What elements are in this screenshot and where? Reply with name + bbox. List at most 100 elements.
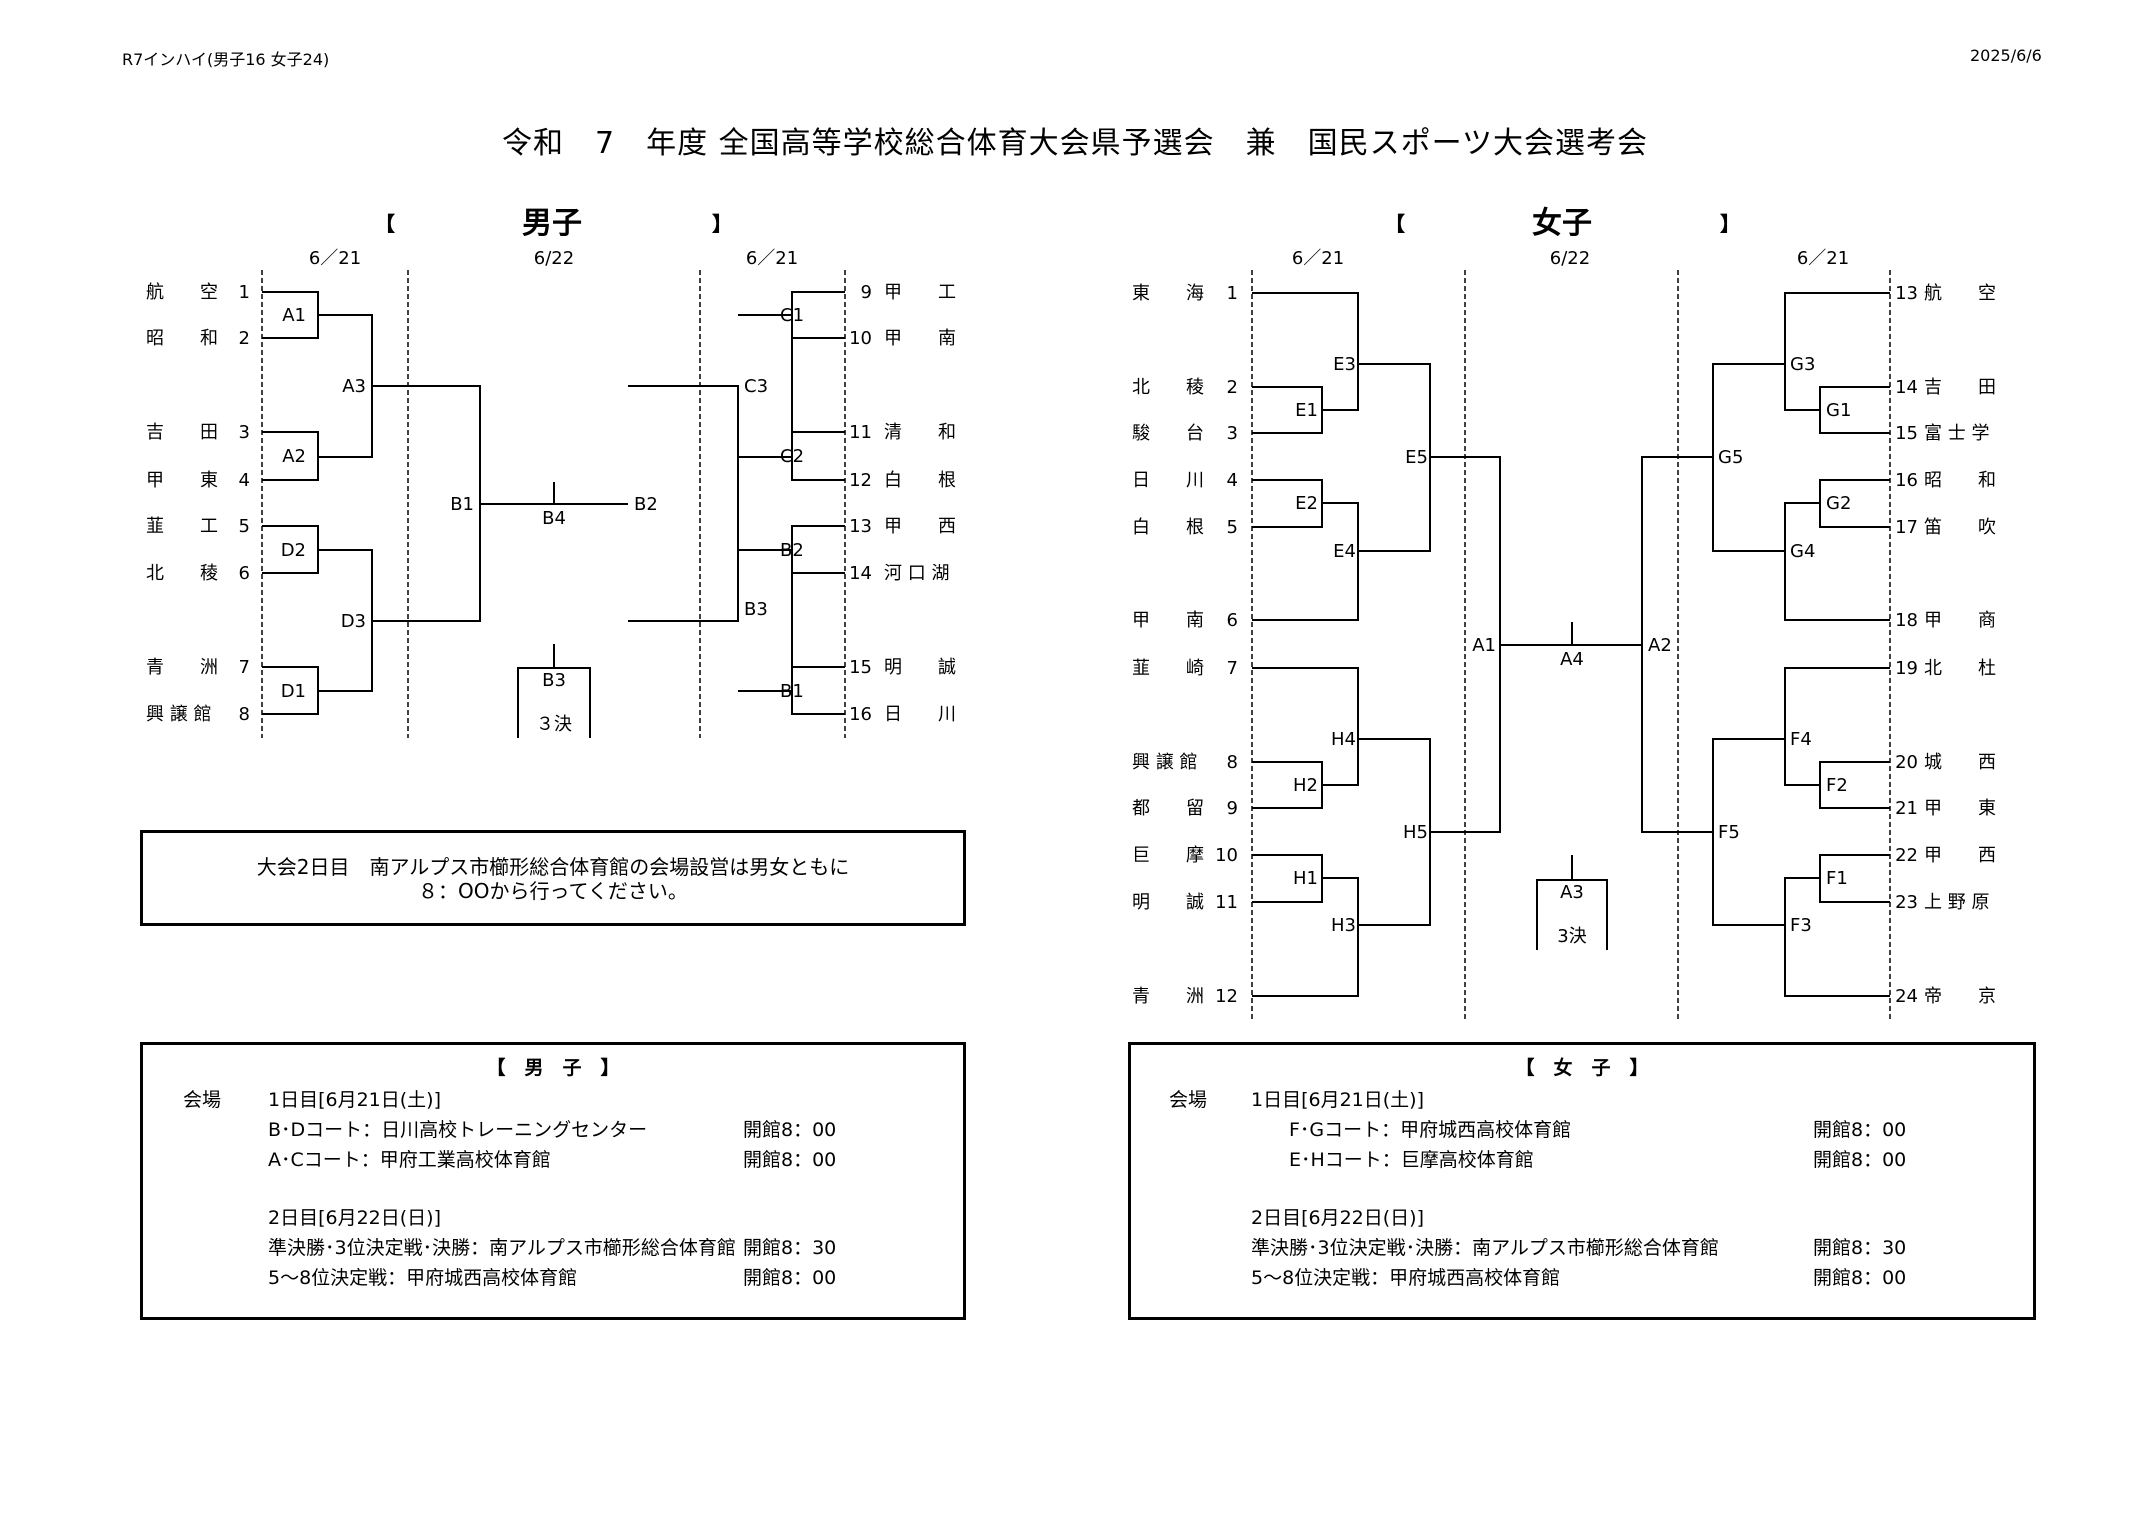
- match-label: G4: [1790, 541, 1815, 562]
- women-day2-court-1: 準決勝･3位決定戦･決勝：南アルプス市櫛形総合体育館: [1251, 1237, 1719, 1259]
- match-label: E1: [1295, 400, 1318, 421]
- women-team-seed: 11: [1215, 892, 1238, 913]
- men-team-seed: 6: [239, 563, 250, 584]
- women-team-name: 日 川: [1132, 470, 1204, 491]
- men-day2-court-1: 準決勝･3位決定戦･決勝：南アルプス市櫛形総合体育館: [268, 1237, 736, 1259]
- men-team-name: 甲 工: [884, 282, 956, 303]
- women-team-name: 甲 東: [1924, 798, 1996, 819]
- match-label: 3決: [1557, 926, 1586, 947]
- women-date-day1-left: 6／21: [1292, 248, 1344, 269]
- women-team-name: 韮 崎: [1132, 658, 1204, 679]
- women-team-seed: 8: [1227, 752, 1238, 773]
- men-team-name: 明 誠: [884, 657, 956, 678]
- men-team-name: 甲 東: [146, 470, 218, 491]
- men-team-name: 北 稜: [146, 563, 218, 584]
- women-team-seed: 2: [1227, 377, 1238, 398]
- match-label: F3: [1790, 915, 1812, 936]
- women-team-seed: 7: [1227, 658, 1238, 679]
- women-team-name: 上 野 原: [1924, 892, 1989, 913]
- men-day2-open-2: 開館8：00: [743, 1267, 837, 1289]
- women-team-name: 東 海: [1132, 283, 1204, 304]
- match-label: C2: [780, 446, 804, 467]
- match-label: G5: [1718, 447, 1743, 468]
- match-label: G3: [1790, 354, 1815, 375]
- women-left-teams: 東 海 1 北 稜 2 駿 台 3 日 川 4 白 根 5 甲 南 6 韮 崎 …: [1132, 283, 1238, 1007]
- match-label: F2: [1826, 775, 1848, 796]
- men-team-seed: 15: [849, 657, 872, 678]
- women-team-seed: 20: [1895, 752, 1918, 773]
- men-team-seed: 13: [849, 516, 872, 537]
- men-team-seed: 14: [849, 563, 872, 584]
- women-date-day2: 6/22: [1550, 248, 1590, 269]
- match-label: B2: [634, 494, 658, 515]
- match-label: A2: [282, 446, 306, 467]
- men-team-seed: 7: [239, 657, 250, 678]
- match-label: H5: [1403, 822, 1428, 843]
- women-day2-heading: 2日目[6月22日(日)]: [1251, 1207, 1425, 1229]
- men-date-day2: 6/22: [534, 248, 574, 269]
- match-label: G2: [1826, 493, 1851, 514]
- men-team-seed: 9: [861, 282, 872, 303]
- match-label: A3: [342, 376, 366, 397]
- match-label: F5: [1718, 822, 1740, 843]
- men-team-seed: 10: [849, 328, 872, 349]
- match-label: D1: [281, 681, 306, 702]
- match-label: A1: [282, 305, 306, 326]
- women-team-seed: 17: [1895, 517, 1918, 538]
- match-label: A4: [1560, 649, 1584, 670]
- match-label: H4: [1331, 729, 1356, 750]
- women-team-name: 吉 田: [1924, 377, 1996, 398]
- women-team-name: 甲 南: [1132, 610, 1204, 631]
- women-team-name: 青 洲: [1132, 986, 1204, 1007]
- women-info-title: 【 女 子 】: [1515, 1057, 1649, 1079]
- women-team-name: 甲 商: [1924, 610, 1996, 631]
- men-team-name: 韮 工: [146, 516, 218, 537]
- women-venue-info-box: 【 女 子 】 会場 1日目[6月21日(土)] F･Gコート：甲府城西高校体育…: [1128, 1042, 2036, 1320]
- men-day1-court-1: B･Dコート：日川高校トレーニングセンター: [268, 1119, 648, 1141]
- tournament-brackets: 6／21 6/22 6／21 6／21 6/22 6／21 航 空 1 昭 和 …: [146, 248, 1996, 1020]
- men-info-title: 【 男 子 】: [486, 1057, 620, 1079]
- women-team-seed: 16: [1895, 470, 1918, 491]
- women-venue-label: 会場: [1169, 1089, 1208, 1111]
- women-team-seed: 12: [1215, 986, 1238, 1007]
- men-team-seed: 16: [849, 704, 872, 725]
- women-team-name: 白 根: [1132, 517, 1204, 538]
- men-bracket-close: 】: [712, 212, 732, 236]
- men-team-seed: 12: [849, 470, 872, 491]
- men-team-seed: 5: [239, 516, 250, 537]
- men-match-labels: A1 A2 A3 D2 D1 D3 B1 B4 B2 C3 C1 C2 B2 B…: [281, 305, 804, 735]
- men-team-seed: 8: [239, 704, 250, 725]
- men-day1-open-2: 開館8：00: [743, 1149, 837, 1171]
- match-label: B3: [744, 599, 768, 620]
- men-right-teams: 9 甲 工 10 甲 南 11 清 和 12 白 根 13 甲 西 14 河 口…: [849, 282, 956, 725]
- women-team-seed: 18: [1895, 610, 1918, 631]
- women-right-teams: 13 航 空 14 吉 田 15 富 士 学 16 昭 和 17 笛 吹 18 …: [1895, 283, 1996, 1007]
- women-team-seed: 5: [1227, 517, 1238, 538]
- men-date-day1-right: 6／21: [746, 248, 798, 269]
- match-label: ３決: [536, 714, 572, 735]
- match-label: B3: [542, 670, 566, 691]
- women-team-name: 笛 吹: [1924, 517, 1996, 538]
- women-day1-open-1: 開館8：00: [1813, 1119, 1907, 1141]
- women-team-seed: 1: [1227, 283, 1238, 304]
- women-team-name: 城 西: [1924, 752, 1996, 773]
- men-team-name: 興 譲 館: [146, 704, 211, 725]
- women-day2-open-1: 開館8：30: [1813, 1237, 1907, 1259]
- men-date-day1-left: 6／21: [309, 248, 361, 269]
- women-day1-heading: 1日目[6月21日(土)]: [1251, 1089, 1425, 1111]
- men-team-name: 清 和: [884, 422, 956, 443]
- men-day1-court-2: A･Cコート：甲府工業高校体育館: [268, 1149, 551, 1171]
- women-team-seed: 4: [1227, 470, 1238, 491]
- match-label: B2: [780, 540, 804, 561]
- match-label: B4: [542, 508, 566, 529]
- match-label: E5: [1405, 447, 1428, 468]
- women-team-seed: 22: [1895, 845, 1918, 866]
- men-team-seed: 1: [239, 282, 250, 303]
- women-team-seed: 19: [1895, 658, 1918, 679]
- men-venue-info-box: 【 男 子 】 会場 1日目[6月21日(土)] B･Dコート：日川高校トレーニ…: [140, 1042, 966, 1320]
- notice-box: 大会2日目 南アルプス市櫛形総合体育館の会場設営は男女ともに ８：OOから行って…: [140, 830, 966, 926]
- women-team-name: 航 空: [1924, 283, 1996, 304]
- men-day2-court-2: 5～8位決定戦：甲府城西高校体育館: [268, 1267, 578, 1289]
- men-team-seed: 2: [239, 328, 250, 349]
- page-title: 令和 7 年度 全国高等学校総合体育大会県予選会 兼 国民スポーツ大会選考会: [501, 126, 1649, 161]
